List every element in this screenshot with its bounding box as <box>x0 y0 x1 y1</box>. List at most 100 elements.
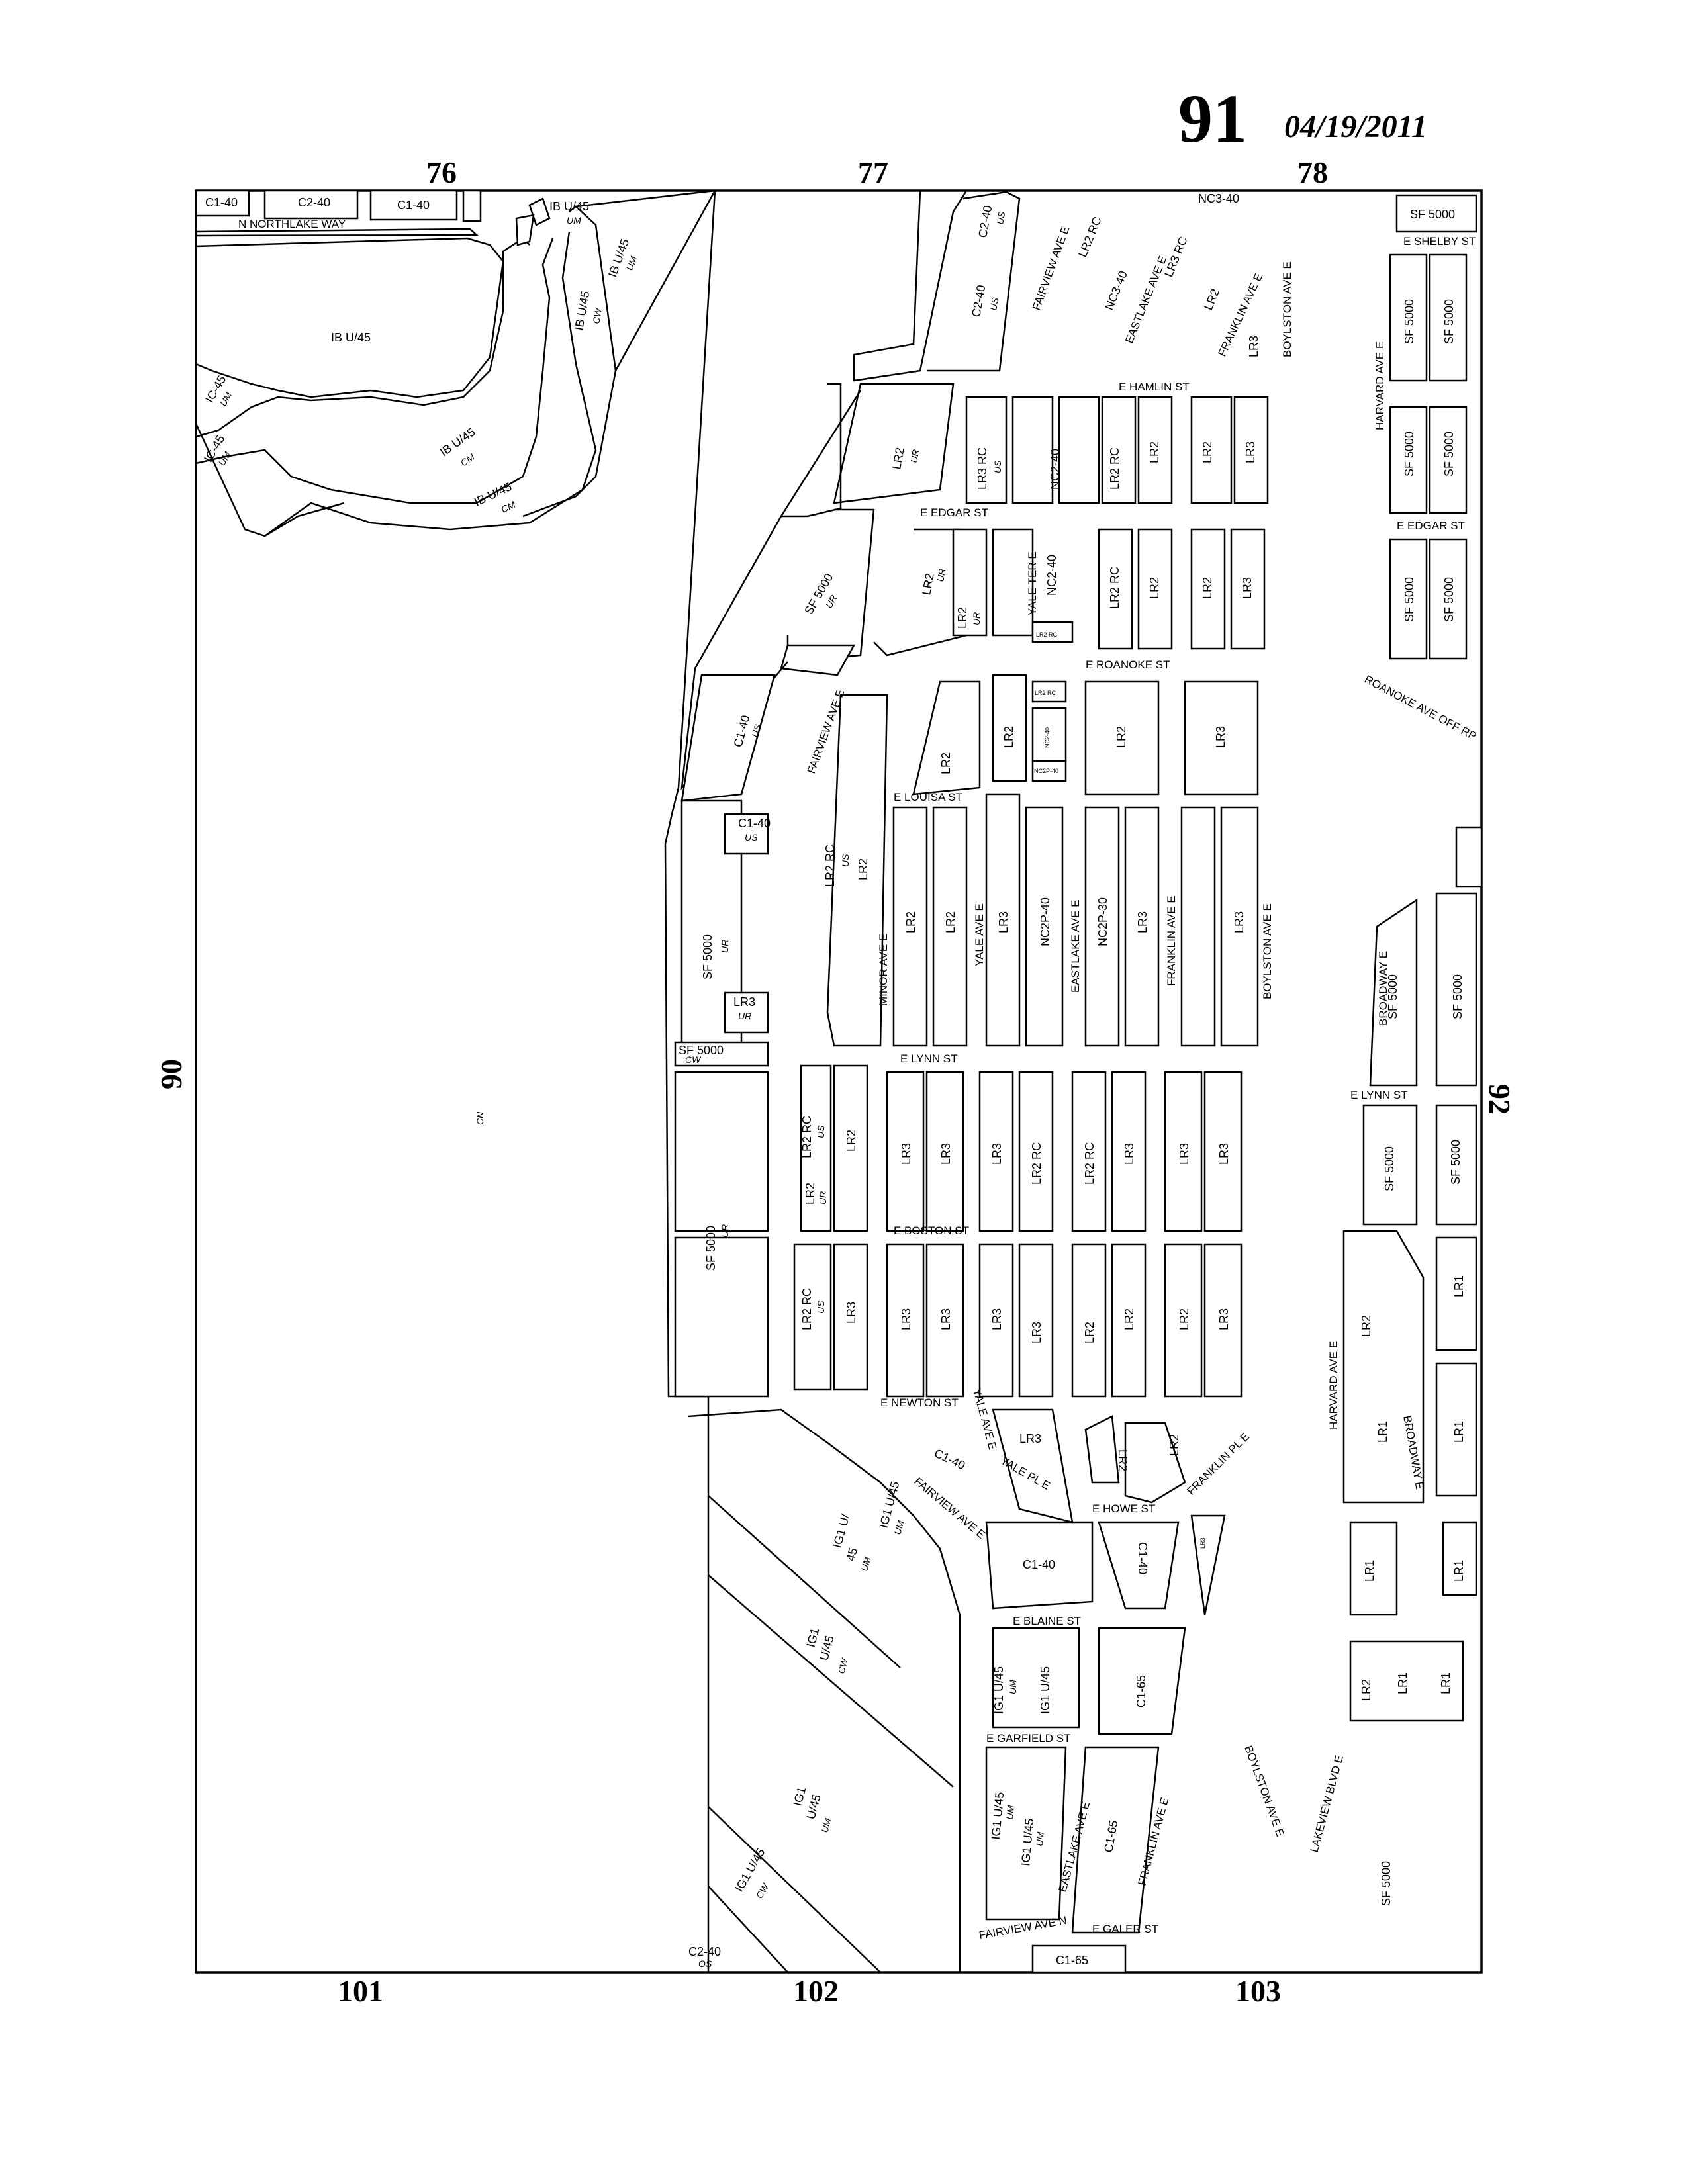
parcel[interactable] <box>1098 1521 1180 1610</box>
parcel[interactable] <box>1389 538 1428 660</box>
parcel[interactable] <box>1429 406 1468 514</box>
parcel[interactable] <box>1101 396 1137 504</box>
parcel[interactable] <box>833 383 955 504</box>
parcel[interactable] <box>1031 1944 1127 1974</box>
parcel[interactable] <box>1184 680 1259 796</box>
adjacent-page-top-left[interactable]: 76 <box>426 156 457 189</box>
parcel[interactable] <box>1137 396 1173 504</box>
parcel[interactable] <box>462 189 482 222</box>
zone-label: LR3 <box>1123 1143 1136 1165</box>
parcel[interactable] <box>833 1243 868 1391</box>
parcel[interactable] <box>925 1071 964 1232</box>
parcel[interactable] <box>263 189 359 220</box>
adjacent-page-bottom-right[interactable]: 103 <box>1235 1974 1281 2008</box>
parcel[interactable] <box>992 528 1034 637</box>
parcel[interactable] <box>1190 528 1226 650</box>
parcel[interactable] <box>1011 396 1054 504</box>
parcel[interactable] <box>1369 898 1418 1087</box>
parcel[interactable] <box>1180 806 1216 1047</box>
parcel[interactable] <box>1203 1071 1243 1232</box>
parcel[interactable] <box>1098 1627 1186 1735</box>
parcel[interactable] <box>985 1521 1094 1610</box>
parcel[interactable] <box>1124 1422 1186 1504</box>
parcel[interactable] <box>1362 1104 1418 1226</box>
parcel[interactable] <box>674 1071 769 1232</box>
parcel[interactable] <box>195 189 250 217</box>
parcel[interactable] <box>1058 396 1100 504</box>
parcel[interactable] <box>1084 806 1120 1047</box>
parcel[interactable] <box>985 1746 1067 1921</box>
parcel[interactable] <box>1190 396 1233 504</box>
parcel[interactable] <box>1124 806 1160 1047</box>
adjacent-page-bottom-center[interactable]: 102 <box>793 1974 839 2008</box>
parcel[interactable] <box>892 806 928 1047</box>
parcel[interactable] <box>1137 528 1173 650</box>
parcel[interactable] <box>780 644 856 676</box>
parcel[interactable] <box>1435 892 1477 1087</box>
zone-label: C2-40 <box>969 284 988 318</box>
parcel[interactable] <box>1018 1071 1054 1232</box>
parcel[interactable] <box>1455 826 1483 888</box>
parcel[interactable] <box>1111 1243 1147 1398</box>
parcel[interactable] <box>1429 253 1468 382</box>
parcel[interactable] <box>1389 406 1428 514</box>
parcel[interactable] <box>1025 806 1064 1047</box>
parcel[interactable] <box>1164 1071 1203 1232</box>
parcel[interactable] <box>1031 680 1067 703</box>
parcel[interactable] <box>912 680 981 796</box>
parcel[interactable] <box>925 1243 964 1398</box>
parcel[interactable] <box>1389 253 1428 382</box>
adjacent-page-top-center[interactable]: 77 <box>858 156 888 189</box>
parcel[interactable] <box>1111 1071 1147 1232</box>
parcel[interactable] <box>932 806 968 1047</box>
parcel[interactable] <box>1233 396 1269 504</box>
parcel[interactable] <box>978 1071 1014 1232</box>
parcel[interactable] <box>724 991 769 1034</box>
parcel[interactable] <box>680 674 776 802</box>
adjacent-page-bottom-left[interactable]: 101 <box>338 1974 383 2008</box>
parcel[interactable] <box>1071 1746 1160 1934</box>
adjacent-page-top-right[interactable]: 78 <box>1297 156 1328 189</box>
parcel[interactable] <box>1342 1230 1425 1504</box>
parcel[interactable] <box>1429 538 1468 660</box>
parcel[interactable] <box>1071 1243 1107 1398</box>
parcel[interactable] <box>1230 528 1266 650</box>
parcel[interactable] <box>833 1064 868 1232</box>
parcel[interactable] <box>1098 528 1133 650</box>
parcel[interactable] <box>1190 1514 1226 1615</box>
parcel[interactable] <box>724 813 769 855</box>
parcel[interactable] <box>369 189 458 221</box>
parcel[interactable] <box>1031 760 1067 782</box>
parcel[interactable] <box>985 793 1021 1047</box>
parcel[interactable] <box>674 1236 769 1398</box>
parcel[interactable] <box>1084 680 1160 796</box>
parcel[interactable] <box>992 1627 1080 1729</box>
parcel[interactable] <box>886 1243 925 1398</box>
parcel[interactable] <box>1220 806 1259 1047</box>
zone-label: IB U/45 <box>572 290 592 332</box>
parcel[interactable] <box>952 528 988 637</box>
parcel[interactable] <box>674 1041 769 1067</box>
parcel[interactable] <box>1395 194 1477 233</box>
parcel[interactable] <box>978 1243 1014 1398</box>
parcel[interactable] <box>1203 1243 1243 1398</box>
parcel[interactable] <box>1435 1362 1477 1497</box>
parcel[interactable] <box>886 1071 925 1232</box>
parcel[interactable] <box>1349 1640 1464 1722</box>
parcel[interactable] <box>1349 1521 1398 1616</box>
parcel[interactable] <box>1435 1236 1477 1351</box>
parcel[interactable] <box>1031 621 1074 643</box>
parcel[interactable] <box>992 674 1027 782</box>
parcel[interactable] <box>800 1064 832 1232</box>
parcel[interactable] <box>1435 1104 1477 1226</box>
parcel[interactable] <box>1442 1521 1477 1596</box>
zone-label: LR2 <box>1148 577 1161 599</box>
parcel[interactable] <box>965 396 1008 504</box>
parcel[interactable] <box>1164 1243 1203 1398</box>
parcel[interactable] <box>793 1243 832 1391</box>
parcel[interactable] <box>1018 1243 1054 1398</box>
parcel[interactable] <box>528 197 551 226</box>
parcel[interactable] <box>515 214 535 246</box>
parcel[interactable] <box>1084 1415 1120 1484</box>
parcel[interactable] <box>1071 1071 1107 1232</box>
